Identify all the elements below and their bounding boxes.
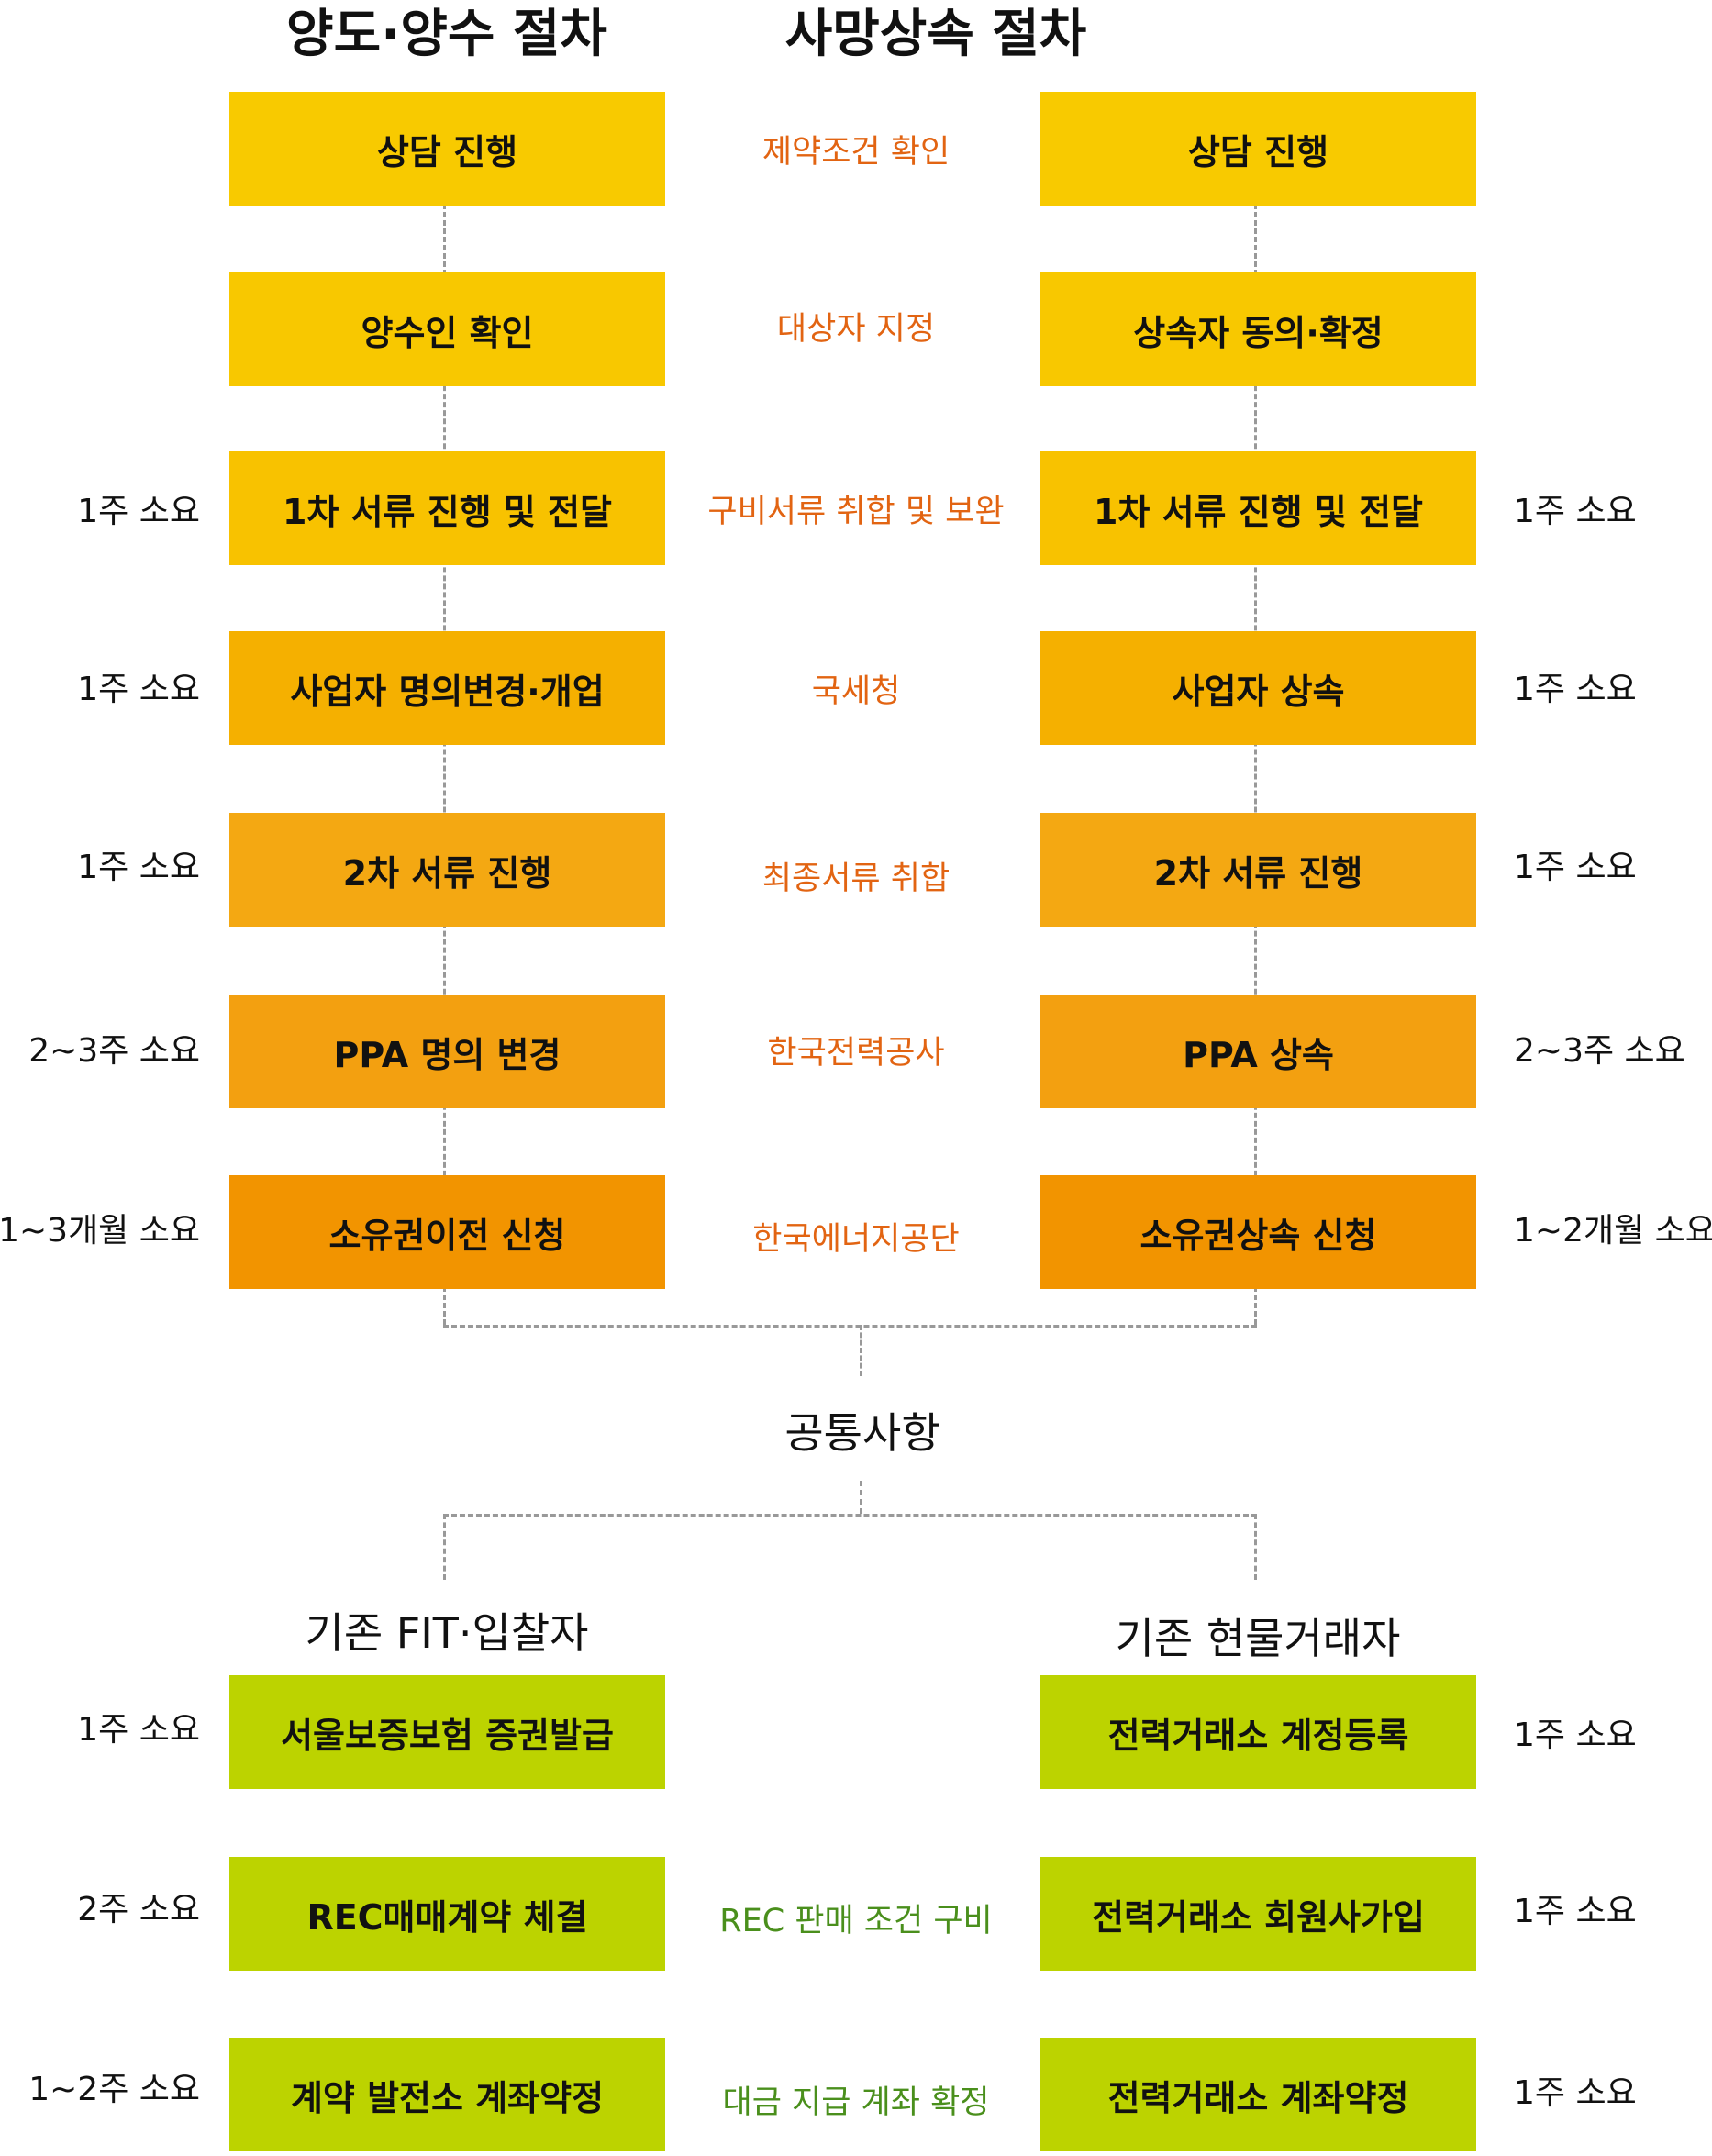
middle-note-5: 최종서류 취합 — [762, 860, 950, 897]
split-connector — [443, 1514, 1257, 1517]
left-step-2: 양수인 확인 — [229, 272, 665, 386]
common-lower-connector — [860, 1481, 862, 1514]
transfer-procedure-title: 양도·양수 절차 — [286, 5, 607, 64]
common-right-step-3: 전력거래소 계좌약정 — [1040, 2038, 1476, 2151]
middle-note-7: 한국에너지공단 — [752, 1220, 960, 1258]
left-step-3: 1차 서류 진행 및 전달 — [229, 451, 665, 565]
merge-connector — [443, 1325, 1257, 1328]
fit-bidder-group-label: 기존 FIT·입찰자 — [305, 1608, 589, 1658]
left-duration-4: 1주 소요 — [77, 671, 200, 708]
common-left-step-2: REC매매계약 체결 — [229, 1857, 665, 1971]
middle-note-3: 구비서류 취합 및 보완 — [707, 493, 1005, 530]
right-step-7: 소유권상속 신청 — [1040, 1175, 1476, 1289]
common-right-step-1: 전력거래소 계정등록 — [1040, 1675, 1476, 1789]
middle-note-2: 대상자 지정 — [776, 310, 936, 348]
common-left-duration-1: 1주 소요 — [77, 1711, 200, 1749]
split-left-connector — [443, 1514, 446, 1580]
common-middle-note-3: 대금 지급 계좌 확정 — [722, 2084, 990, 2121]
right-step-3: 1차 서류 진행 및 전달 — [1040, 451, 1476, 565]
common-right-duration-3: 1주 소요 — [1514, 2074, 1637, 2112]
inheritance-procedure-title: 사망상속 절차 — [784, 5, 1087, 64]
right-column-connector — [1254, 204, 1257, 1325]
middle-note-4: 국세청 — [811, 672, 901, 710]
common-right-step-2: 전력거래소 회원사가입 — [1040, 1857, 1476, 1971]
left-step-1: 상담 진행 — [229, 92, 665, 206]
left-duration-5: 1주 소요 — [77, 849, 200, 886]
split-right-connector — [1254, 1514, 1257, 1580]
right-step-2: 상속자 동의·확정 — [1040, 272, 1476, 386]
left-duration-7: 1~3개월 소요 — [0, 1212, 200, 1250]
left-step-6: PPA 명의 변경 — [229, 995, 665, 1108]
right-step-5: 2차 서류 진행 — [1040, 813, 1476, 927]
common-items-label: 공통사항 — [784, 1408, 940, 1458]
left-step-5: 2차 서류 진행 — [229, 813, 665, 927]
right-duration-6: 2~3주 소요 — [1514, 1032, 1685, 1070]
common-left-step-3: 계약 발전소 계좌약정 — [229, 2038, 665, 2151]
right-duration-3: 1주 소요 — [1514, 493, 1637, 530]
middle-note-6: 한국전력공사 — [767, 1034, 945, 1072]
common-left-duration-2: 2주 소요 — [77, 1891, 200, 1928]
right-duration-4: 1주 소요 — [1514, 671, 1637, 708]
right-step-1: 상담 진행 — [1040, 92, 1476, 206]
common-left-duration-3: 1~2주 소요 — [28, 2071, 200, 2108]
common-left-step-1: 서울보증보험 증권발급 — [229, 1675, 665, 1789]
left-duration-3: 1주 소요 — [77, 493, 200, 530]
common-middle-note-2: REC 판매 조건 구비 — [719, 1902, 993, 1939]
right-step-6: PPA 상속 — [1040, 995, 1476, 1108]
common-upper-connector — [860, 1325, 862, 1376]
spot-trader-group-label: 기존 현물거래자 — [1115, 1614, 1401, 1663]
middle-note-1: 제약조건 확인 — [762, 133, 950, 171]
right-step-4: 사업자 상속 — [1040, 631, 1476, 745]
left-column-connector — [443, 204, 446, 1325]
left-step-7: 소유권이전 신청 — [229, 1175, 665, 1289]
common-right-duration-2: 1주 소요 — [1514, 1893, 1637, 1930]
right-duration-7: 1~2개월 소요 — [1514, 1212, 1712, 1250]
common-right-duration-1: 1주 소요 — [1514, 1717, 1637, 1754]
right-duration-5: 1주 소요 — [1514, 849, 1637, 886]
left-duration-6: 2~3주 소요 — [28, 1032, 200, 1070]
left-step-4: 사업자 명의변경·개업 — [229, 631, 665, 745]
